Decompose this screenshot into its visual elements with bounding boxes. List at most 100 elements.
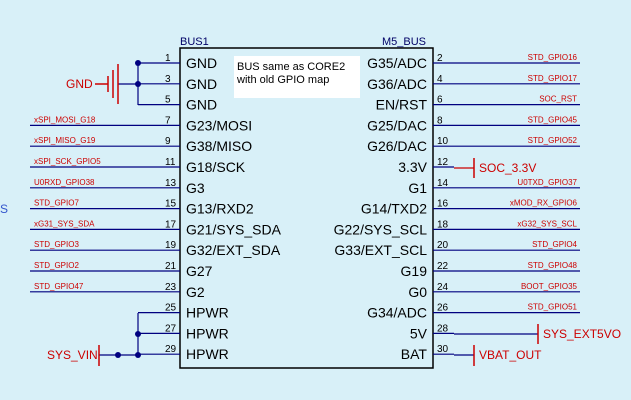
- right-pin-name-22: G19: [401, 263, 428, 279]
- hpwr-junction-3: [115, 352, 121, 358]
- right-pin-name-10: G26/DAC: [367, 138, 427, 154]
- right-pin-name-14: G1: [408, 180, 427, 196]
- left-pin-number-7: 7: [165, 115, 171, 126]
- right-net-label-22: STD_GPIO48: [528, 261, 578, 270]
- left-net-label-11: xSPI_SCK_GPIO5: [34, 157, 101, 166]
- left-pin-number-29: 29: [165, 344, 177, 355]
- right-pin-name-26: G34/ADC: [367, 305, 427, 321]
- left-pin-name-15: G13/RXD2: [186, 201, 254, 217]
- left-pin-name-25: HPWR: [186, 305, 229, 321]
- hpwr-junction-1: [135, 331, 141, 337]
- sys-ext5vo-label: SYS_EXT5VO: [543, 327, 621, 341]
- right-reference-label: M5_BUS: [382, 36, 426, 48]
- left-pin-number-25: 25: [165, 303, 177, 314]
- right-net-label-16: xMOD_RX_GPIO6: [510, 199, 578, 208]
- left-pin-number-11: 11: [165, 157, 176, 168]
- right-pin-name-20: G33/EXT_SCL: [334, 242, 427, 258]
- right-net-label-8: STD_GPIO45: [528, 115, 578, 124]
- vbat-out-label: VBAT_OUT: [479, 348, 542, 362]
- left-pin-name-1: GND: [186, 55, 217, 71]
- left-net-label-21: STD_GPIO2: [34, 261, 79, 270]
- note-box: [234, 56, 360, 98]
- left-pin-name-27: HPWR: [186, 325, 229, 341]
- gnd-symbol: [95, 64, 119, 104]
- right-pin-name-4: G36/ADC: [367, 76, 427, 92]
- left-pin-number-23: 23: [165, 282, 177, 293]
- left-pin-number-17: 17: [165, 219, 177, 230]
- right-net-label-14: U0TXD_GPIO37: [517, 178, 577, 187]
- connector-body: [179, 47, 434, 369]
- left-pin-name-21: G27: [186, 263, 213, 279]
- left-edge-text: S: [0, 202, 8, 216]
- gnd-junction-2: [135, 81, 141, 87]
- left-pin-number-15: 15: [165, 199, 177, 210]
- left-pin-name-11: G18/SCK: [186, 159, 246, 175]
- left-net-label-17: xG31_SYS_SDA: [34, 219, 95, 228]
- left-pin-number-9: 9: [165, 136, 171, 147]
- left-pin-name-23: G2: [186, 284, 205, 300]
- right-pin-number-16: 16: [437, 199, 449, 210]
- right-pin-name-16: G14/TXD2: [361, 201, 427, 217]
- right-pin-name-8: G25/DAC: [367, 117, 427, 133]
- left-pin-number-19: 19: [165, 240, 177, 251]
- left-pin-name-17: G21/SYS_SDA: [186, 221, 282, 237]
- right-pin-number-18: 18: [437, 219, 449, 230]
- right-pin-name-12: 3.3V: [398, 159, 427, 175]
- right-pin-name-28: 5V: [410, 325, 428, 341]
- left-net-label-7: xSPI_MOSI_G18: [34, 115, 96, 124]
- right-pin-number-14: 14: [437, 178, 449, 189]
- gnd-label: GND: [66, 77, 93, 91]
- right-net-label-20: STD_GPIO4: [532, 240, 577, 249]
- right-net-label-2: STD_GPIO16: [528, 53, 578, 62]
- left-pin-name-5: GND: [186, 97, 217, 113]
- left-net-label-23: STD_GPIO47: [34, 282, 84, 291]
- right-pin-name-24: G0: [408, 284, 427, 300]
- right-pin-name-6: EN/RST: [376, 97, 428, 113]
- right-net-label-4: STD_GPIO17: [528, 74, 578, 83]
- note-line-1: BUS same as CORE2: [237, 61, 345, 73]
- right-pin-number-8: 8: [437, 115, 443, 126]
- left-pin-number-3: 3: [165, 74, 171, 85]
- left-pin-number-1: 1: [165, 53, 171, 64]
- right-pin-number-12: 12: [437, 157, 449, 168]
- left-pin-name-7: G23/MOSI: [186, 117, 252, 133]
- hpwr-junction-2: [135, 352, 141, 358]
- left-reference-label: BUS1: [180, 36, 209, 48]
- left-pin-number-5: 5: [165, 95, 171, 106]
- left-pin-name-19: G32/EXT_SDA: [186, 242, 281, 258]
- right-pin-number-20: 20: [437, 240, 449, 251]
- left-net-label-19: STD_GPIO3: [34, 240, 79, 249]
- left-pin-number-21: 21: [165, 261, 177, 272]
- soc-3v3-label: SOC_3.3V: [479, 161, 536, 175]
- left-pin-name-13: G3: [186, 180, 205, 196]
- right-pin-number-22: 22: [437, 261, 449, 272]
- left-net-label-9: xSPI_MISO_G19: [34, 136, 96, 145]
- right-pin-number-4: 4: [437, 74, 443, 85]
- right-net-label-6: SOC_RST: [539, 95, 577, 104]
- right-pin-name-30: BAT: [401, 346, 428, 362]
- right-pin-number-30: 30: [437, 344, 449, 355]
- right-net-label-26: STD_GPIO51: [528, 303, 578, 312]
- right-net-label-18: xG32_SYS_SCL: [517, 219, 577, 228]
- left-pin-number-13: 13: [165, 178, 177, 189]
- left-net-label-13: U0RXD_GPIO38: [34, 178, 95, 187]
- right-net-label-10: STD_GPIO52: [528, 136, 578, 145]
- left-net-label-15: STD_GPIO7: [34, 199, 79, 208]
- right-pin-name-18: G22/SYS_SCL: [334, 221, 428, 237]
- right-pin-number-26: 26: [437, 303, 449, 314]
- left-pin-name-29: HPWR: [186, 346, 229, 362]
- right-pin-number-2: 2: [437, 53, 443, 64]
- left-pin-number-27: 27: [165, 323, 177, 334]
- right-pin-number-10: 10: [437, 136, 449, 147]
- left-pin-name-3: GND: [186, 76, 217, 92]
- right-pin-number-28: 28: [437, 323, 449, 334]
- left-pin-name-9: G38/MISO: [186, 138, 252, 154]
- sys-vin-label: SYS_VIN: [47, 348, 98, 362]
- right-pin-name-2: G35/ADC: [367, 55, 427, 71]
- right-pin-number-24: 24: [437, 282, 449, 293]
- right-pin-number-6: 6: [437, 95, 443, 106]
- gnd-junction-1: [135, 60, 141, 66]
- right-net-label-24: BOOT_GPIO35: [521, 282, 578, 291]
